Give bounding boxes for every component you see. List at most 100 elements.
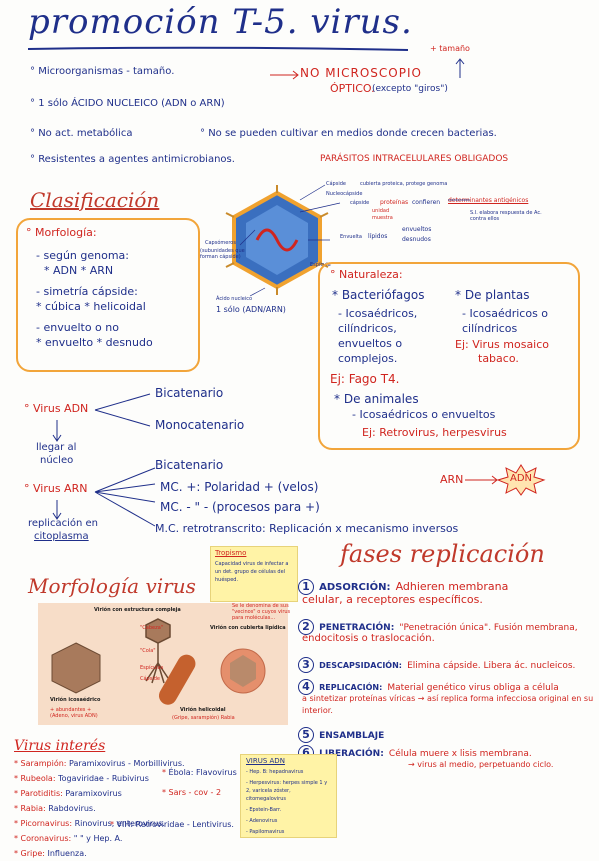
mv-espiculas: Espículas [140,665,164,671]
dg-proteinas: proteínas [380,199,409,206]
nat-bact: * Bacteriófagos [332,288,425,302]
bact-line: cilíndricos, [338,322,397,335]
arrow-tamano [270,70,299,80]
interes-name: Parotiditis: [20,789,63,798]
arn-bicat: Bicatenario [155,458,224,472]
fase-num: 3 [298,657,314,673]
rep-cito-b: citoplasma [34,531,89,542]
adn-starburst [496,464,546,496]
interes-sars: * Sars - cov - 2 [162,788,222,797]
arn-branches [94,467,156,527]
adn-label: ADN [510,473,533,484]
dg-muestra: muestra [372,215,393,221]
fase-head: PENETRACIÓN: [319,623,395,633]
mv-helico: Virión helicoidal [180,707,226,713]
interes-item: * Picornavirus: Rinovirus, enterovirus. [14,819,165,828]
mv-envuelto: Virión con cubierta lipídica [210,625,286,631]
interes-fam: Togaviridae - Rubivirus [58,774,149,783]
morf-line: * envuelto * desnudo [36,336,153,349]
interes-name: Rabia: [20,804,46,813]
arn-to-adn-arrow [465,475,498,485]
fase-text2: celular, a receptores específicos. [302,593,483,606]
mv-ic-notes: + abundantes + (Adeno, virus ADN) [50,707,98,719]
nat-bact-list: - Icosaédricos, cilíndricos, envueltos o… [338,306,417,366]
interes-ebola: * Ébola: Flavovirus [162,768,237,777]
fases-title: fases replicación [340,540,545,568]
morf-line: - simetría cápside: [36,285,138,298]
dg-confieren: confieren [412,199,441,206]
fase-text2: → virus al medio, perpetuando ciclo. [408,760,554,769]
fase-head: LIBERACIÓN: [319,749,384,759]
no-microscopio: NO MICROSCOPIO [300,66,422,80]
plantas-line: cilíndricos [462,322,518,335]
optico: ÓPTICO. [330,82,375,95]
virion-figures [51,618,266,705]
fase-text: Célula muere x lisis membrana. [388,749,532,759]
morfologia-box [16,218,200,372]
mv-cola: "Cola" [140,648,156,654]
fase-text: Material genético virus obliga a célula [387,683,559,693]
page-title: promoción T-5. virus. [28,2,413,42]
dg-acido: Ácido nucleico [216,296,253,302]
interes-item: * Gripe: Influenza. [14,849,87,858]
arn-label: ARN [440,473,464,486]
dg-si-elabora: S.I. elabora respuesta de Ac. contra ell… [470,210,542,222]
fase-text: Elimina cápside. Libera ác. nucleicos. [407,661,576,671]
dg-envueltos: envueltos [402,226,432,233]
virus-adn-item: - Herpesvirus: herpes simple 1 y 2, vari… [246,780,328,802]
intro-bullet-1: ° Microorganismas - tamaño. [30,66,175,77]
mv-icosa: Virión icosaédrico [50,697,101,703]
bact-line: envueltos o [338,337,403,350]
nat-animales-line: - Icosaédricos o envueltos [352,408,496,421]
arn-mc-neg: MC. - " - (procesos para +) [160,500,320,514]
bact-line: - Icosaédricos, [338,307,418,320]
virus-adn-title: VIRUS ADN [246,757,285,765]
fase-head: ENSAMBLAJE [319,731,385,741]
fase-head: ADSORCIÓN: [319,582,391,593]
dg-capsid-sub: cápside [350,200,370,206]
dg-desnudos: desnudos [402,236,431,243]
morf-list: - según genoma: * ADN * ARN - simetría c… [36,248,153,350]
virus-adn: ° Virus ADN [24,402,89,415]
fase-head: REPLICACIÓN: [319,683,383,692]
parasitos: PARÁSITOS INTRACELULARES OBLIGADOS [320,154,509,164]
arn-mc-pos: MC. +: Polaridad + (velos) [160,480,319,494]
dg-lipidos: lípidos [368,233,388,240]
interes-name: Picornavirus: [20,819,73,828]
nucleo: núcleo [40,455,74,466]
intro-bullet-3b: ° No se pueden cultivar en medios donde … [200,128,497,139]
adn-down-arrow [52,420,62,442]
nat-animales: * De animales [334,392,419,406]
adn-mono: Monocatenario [155,418,245,432]
dg-capside-desc: cubierta proteica, protege genoma [360,181,448,187]
virus-adn-item: - Hep. B: hepadnavirus [246,769,304,775]
interes-item: * Rubeola: Togaviridae - Rubivirus [14,774,149,783]
mv-side-notes: Se le denomina de sus "vecinos" o cuyos … [232,603,291,621]
interes-fam: Rabdovirus. [48,804,96,813]
tropismo-title: Tropismo [215,549,247,557]
interes-fam: " " y Hep. A. [73,834,123,843]
nat-head: ° Naturaleza: [330,268,403,281]
bact-line: complejos. [338,352,398,365]
naturaleza-box [318,262,580,450]
nat-plantas: * De plantas [455,288,530,302]
nat-ej2b: tabaco. [478,352,519,365]
intro-bullet-2: ° 1 sólo ÁCIDO NUCLEICO (ADN o ARN) [30,98,225,109]
dg-envuelta: Envuelta [340,234,362,240]
mv-cap: Cápside [140,676,160,682]
dg-spike: Espícula [310,262,331,268]
title-underline [27,46,409,51]
arn-down-arrow [52,500,62,520]
interes-fam: Rinovirus, enterovirus. [74,819,165,828]
dg-acido-note: 1 sólo (ADN/ARN) [216,305,286,314]
virus-adn-note [240,754,337,838]
virus-adn-list: - Hep. B: hepadnavirus - Herpesvirus: he… [246,768,332,836]
dg-unidad: unidad [372,208,390,214]
fase-head: DESCAPSIDACIÓN: [319,661,402,670]
interes-fam: Paramixovirus - Morbillivirus. [69,759,185,768]
virus-structure-diagram [225,185,329,295]
interes-vih: * VIH: Retroviridae - Lentivirus. [110,820,234,829]
morf-line: * cúbica * helicoidal [36,300,146,313]
nat-ej1: Ej: Fago T4. [330,372,400,386]
mv-cabeza: "Cabeza" [140,625,164,631]
